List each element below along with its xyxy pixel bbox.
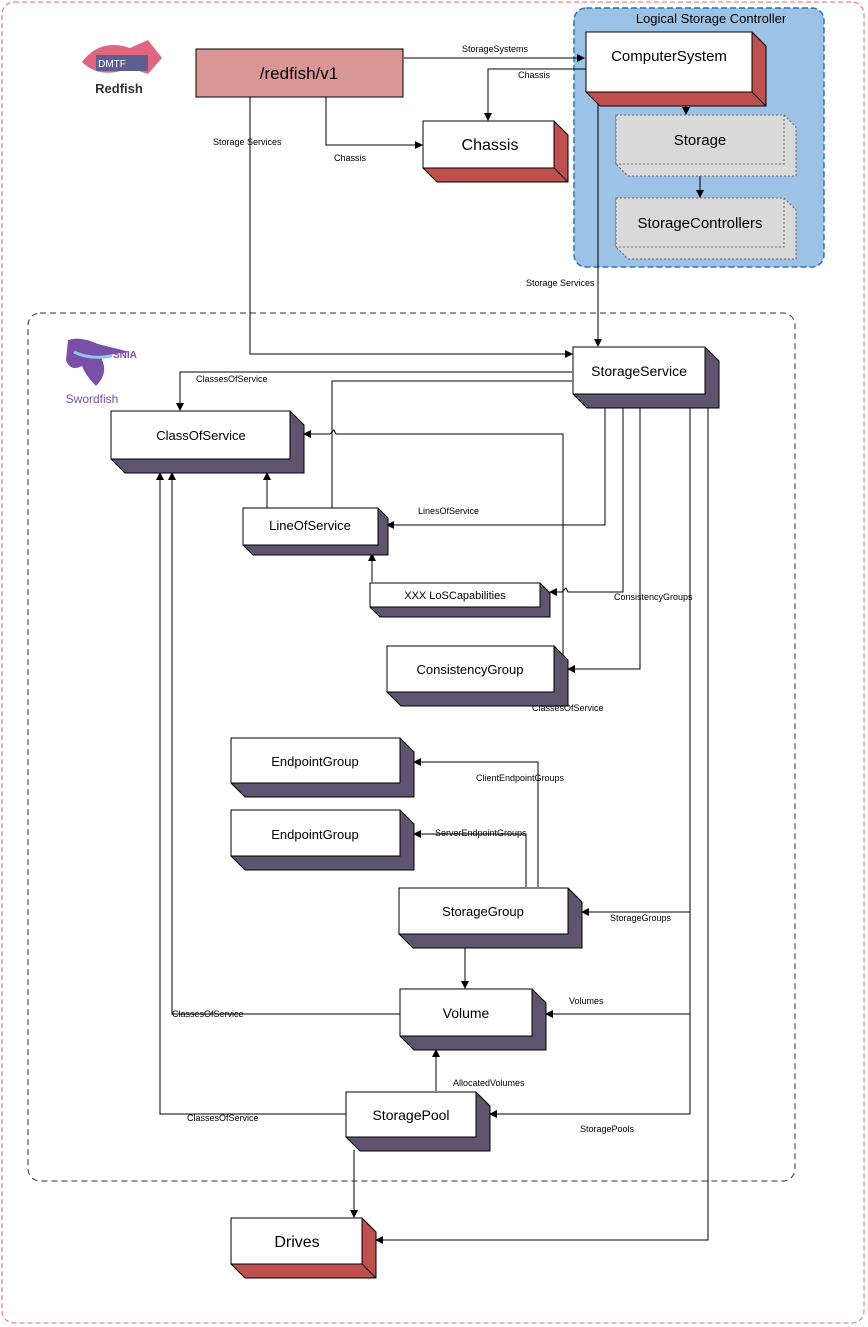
- edge-ss-loscap: [549, 408, 624, 596]
- node-class-of-service: ClassOfService: [110, 410, 305, 474]
- swordfish-logo-text: Swordfish: [66, 392, 119, 406]
- node-line-of-service-label: LineOfService: [269, 518, 351, 533]
- edge-ss-drives: [375, 408, 709, 1244]
- node-storage-group-label: StorageGroup: [442, 904, 524, 919]
- edge-ss-to-los-branch: [331, 380, 572, 510]
- edge-chassis-from-root: [325, 97, 423, 149]
- edge-classes-of-service-pool: [156, 472, 346, 1115]
- label-storage-services-cs: Storage Services: [526, 278, 595, 288]
- node-computer-system-label: ComputerSystem: [611, 48, 727, 65]
- edge-storage-groups: [581, 408, 691, 916]
- connectors: [156, 54, 709, 1244]
- node-storage-group: StorageGroup: [398, 887, 583, 949]
- node-drives-label: Drives: [274, 1234, 319, 1251]
- node-los-capabilities-label: XXX LoSCapabilities: [404, 590, 506, 602]
- label-volumes: Volumes: [569, 996, 604, 1006]
- edge-client-endpoint-groups: [413, 758, 539, 887]
- label-storage-groups: StorageGroups: [610, 913, 672, 923]
- node-storage: Storage: [615, 114, 797, 177]
- node-volume-label: Volume: [443, 1005, 490, 1021]
- redfish-logo: DMTF Redfish: [76, 37, 166, 98]
- node-storage-service: StorageService: [572, 346, 720, 409]
- label-classes-of-service-ss: ClassesOfService: [196, 374, 268, 384]
- edge-classes-of-service-vol: [168, 472, 400, 1015]
- node-computer-system: ComputerSystem: [585, 31, 767, 107]
- edge-chassis-from-cs: [484, 68, 598, 121]
- label-storage-services-root: Storage Services: [213, 137, 282, 147]
- label-client-endpoint-groups: ClientEndpointGroups: [476, 773, 565, 783]
- edge-storage-pools: [489, 1014, 691, 1118]
- swordfish-region: [27, 312, 796, 1182]
- edge-storage-services-root: [249, 97, 573, 358]
- swordfish-badge-text: SNIA: [113, 350, 137, 361]
- swordfish-icon: [66, 338, 130, 386]
- label-classes-of-service-vol: ClassesOfService: [172, 1009, 244, 1019]
- label-classes-of-service-cg: ClassesOfService: [532, 703, 604, 713]
- node-endpoint-group-server-label: EndpointGroup: [271, 827, 358, 842]
- label-storage-systems: StorageSystems: [462, 44, 529, 54]
- label-lines-of-service: LinesOfService: [418, 506, 479, 516]
- node-endpoint-group-client: EndpointGroup: [230, 737, 415, 798]
- node-drives: Drives: [230, 1217, 377, 1279]
- node-redfish-root: /redfish/v1: [195, 48, 404, 98]
- node-storage-service-label: StorageService: [591, 363, 687, 379]
- node-chassis-label: Chassis: [462, 137, 519, 154]
- label-chassis-from-cs: Chassis: [518, 70, 551, 80]
- node-consistency-group: ConsistencyGroup: [386, 645, 569, 707]
- label-storage-pools: StoragePools: [580, 1124, 635, 1134]
- node-endpoint-group-server: EndpointGroup: [230, 809, 415, 871]
- edge-classes-of-service-cg: [303, 429, 564, 700]
- redfish-logo-text: Redfish: [95, 81, 143, 96]
- node-storage-pool-label: StoragePool: [372, 1107, 449, 1123]
- node-volume: Volume: [399, 988, 547, 1051]
- node-consistency-group-label: ConsistencyGroup: [417, 662, 524, 677]
- label-classes-of-service-pool: ClassesOfService: [187, 1113, 259, 1123]
- node-storage-controllers: StorageControllers: [615, 197, 797, 260]
- swordfish-logo: SNIA Swordfish: [66, 338, 137, 406]
- logical-controller-title: Logical Storage Controller: [636, 11, 787, 26]
- node-class-of-service-label: ClassOfService: [156, 428, 246, 443]
- node-chassis: Chassis: [422, 120, 569, 183]
- edge-labels: StorageSystems Chassis Chassis Storage S…: [172, 44, 693, 1134]
- edge-lines-of-service: [386, 408, 606, 529]
- node-endpoint-group-client-label: EndpointGroup: [271, 754, 358, 769]
- node-storage-pool: StoragePool: [345, 1091, 491, 1152]
- label-server-endpoint-groups: ServerEndpointGroups: [435, 828, 527, 838]
- node-storage-label: Storage: [674, 132, 727, 149]
- label-consistency-groups: ConsistencyGroups: [614, 592, 693, 602]
- node-storage-controllers-label: StorageControllers: [637, 215, 762, 232]
- edge-consistency-groups: [567, 408, 641, 673]
- label-allocated-volumes: AllocatedVolumes: [453, 1078, 525, 1088]
- edge-server-endpoint-groups: [413, 830, 527, 887]
- node-redfish-root-label: /redfish/v1: [260, 64, 338, 83]
- edge-classes-of-service-ss: [176, 371, 572, 411]
- dmtf-badge-text: DMTF: [98, 59, 126, 70]
- node-los-capabilities: XXX LoSCapabilities: [369, 582, 551, 618]
- label-chassis-from-root: Chassis: [334, 153, 367, 163]
- node-line-of-service: LineOfService: [242, 507, 389, 556]
